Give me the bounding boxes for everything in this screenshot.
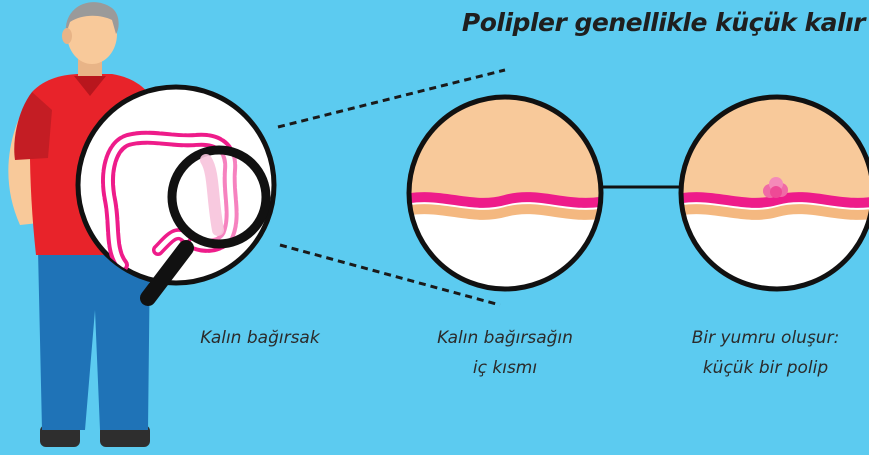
inner-wall-label-line1: Kalın bağırsağın [395,326,615,350]
page-title: Polipler genellikle küçük kalır [420,8,865,37]
polyp-label: Bir yumru oluşur: küçük bir polip [662,326,869,380]
colon-label: Kalın bağırsak [160,326,360,350]
polyp-label-line1: Bir yumru oluşur: [662,326,869,350]
polyp-view [672,95,869,289]
trousers [38,250,150,430]
intestine-wall-view [400,95,610,289]
polyp-label-line2: küçük bir polip [662,356,869,380]
inner-wall-label-line2: iç kısmı [395,356,615,380]
inner-wall-label: Kalın bağırsağın iç kısmı [395,326,615,380]
ear [62,28,72,44]
